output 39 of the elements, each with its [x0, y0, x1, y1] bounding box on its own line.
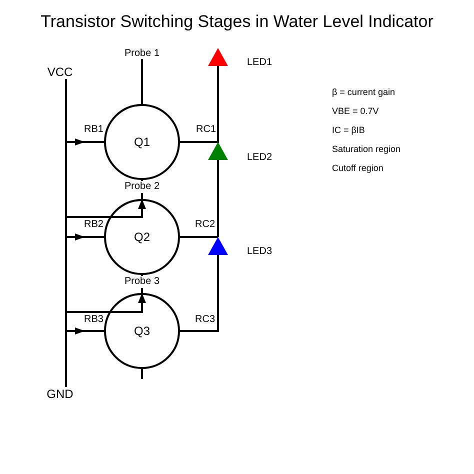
probe-label: Probe 3 [123, 276, 161, 288]
transistor-label: Q3 [134, 324, 150, 338]
arrow [66, 328, 104, 334]
transistor-circle [104, 199, 180, 275]
wire [217, 160, 219, 237]
arrow [66, 199, 146, 218]
led-label: LED3 [247, 246, 272, 258]
wire [141, 59, 143, 104]
terminal-label: Probe 1 [120, 47, 164, 59]
arrow [66, 293, 146, 313]
note-text: β = current gain [332, 86, 395, 98]
wire [180, 236, 218, 238]
component-label: RB3 [84, 314, 104, 326]
terminal-label: VCC [46, 65, 74, 79]
led-label: LED2 [247, 152, 272, 164]
component-label: RC2 [195, 219, 216, 231]
arrow [66, 234, 104, 240]
note-text: IC = βIB [332, 124, 365, 136]
transistor-label: Q2 [134, 230, 150, 244]
component-label: RC1 [196, 124, 216, 136]
probe-label: Probe 2 [123, 181, 161, 193]
component-label: RB1 [84, 124, 104, 136]
transistor-circle [104, 104, 180, 180]
arrow [66, 138, 104, 146]
note-text: Cutoff region [332, 162, 384, 174]
transistor-label: Q1 [134, 135, 150, 149]
note-text: VBE = 0.7V [332, 105, 379, 117]
led-triangle [208, 48, 228, 66]
wire [65, 79, 67, 387]
led-triangle [208, 237, 228, 255]
wire [180, 255, 219, 332]
terminal-label: GND [46, 387, 74, 401]
transistor-circle [104, 293, 180, 369]
component-label: RC3 [195, 314, 216, 326]
note-text: Saturation region [332, 143, 401, 155]
led-label: LED1 [247, 57, 272, 69]
diagram-title: Transistor Switching Stages in Water Level Indicator [40, 12, 434, 32]
component-label: RB2 [84, 219, 104, 231]
led-triangle [208, 142, 228, 160]
